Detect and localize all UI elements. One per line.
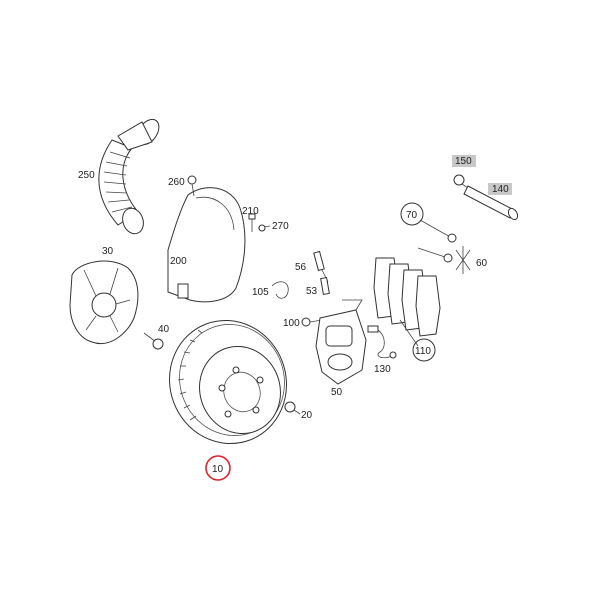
screw-270 (257, 224, 271, 232)
cover-plate-200 (167, 187, 246, 303)
label-60: 60 (476, 258, 488, 269)
label-260: 260 (168, 177, 185, 188)
label-150: 150 (455, 156, 472, 167)
splash-guard-30 (69, 260, 139, 344)
brake-disc-10 (169, 319, 287, 445)
label-105: 105 (252, 287, 269, 298)
label-70: 70 (406, 210, 418, 221)
label-box-150 (452, 155, 476, 167)
guide-pin-56 (313, 250, 329, 283)
label-20: 20 (301, 410, 313, 421)
highlight-circle-10 (205, 455, 231, 481)
label-56: 56 (295, 262, 307, 273)
label-140: 140 (492, 184, 509, 195)
label-130: 130 (374, 364, 391, 375)
label-53: 53 (306, 286, 318, 297)
wear-sensor-130 (367, 325, 397, 359)
screw-260 (187, 175, 197, 197)
spring-clip-60 (455, 246, 471, 274)
guide-pin-53 (320, 277, 330, 295)
guide-sleeve-140 (463, 185, 519, 221)
brake-pads-110 (373, 257, 441, 347)
label-50: 50 (331, 387, 343, 398)
bolt-20 (284, 401, 301, 415)
label-210: 210 (242, 206, 259, 217)
label-250: 250 (78, 170, 95, 181)
label-40: 40 (158, 324, 170, 335)
air-duct-hose-250 (98, 118, 160, 235)
circle-110 (412, 338, 436, 362)
bolts-70 (417, 219, 457, 263)
screw-210 (248, 213, 256, 232)
cap-150 (453, 174, 469, 189)
clip-105 (271, 281, 289, 299)
label-110: 110 (415, 346, 431, 357)
bleed-screw-100 (301, 317, 323, 327)
label-200: 200 (170, 256, 187, 267)
bolt-40 (143, 332, 164, 350)
brake-caliper-50 (315, 299, 367, 385)
label-270: 270 (272, 221, 289, 232)
label-box-140 (488, 183, 512, 195)
label-30: 30 (102, 246, 114, 257)
circle-70 (400, 202, 424, 226)
label-10[interactable]: 10 (212, 464, 224, 475)
label-100: 100 (283, 318, 300, 329)
